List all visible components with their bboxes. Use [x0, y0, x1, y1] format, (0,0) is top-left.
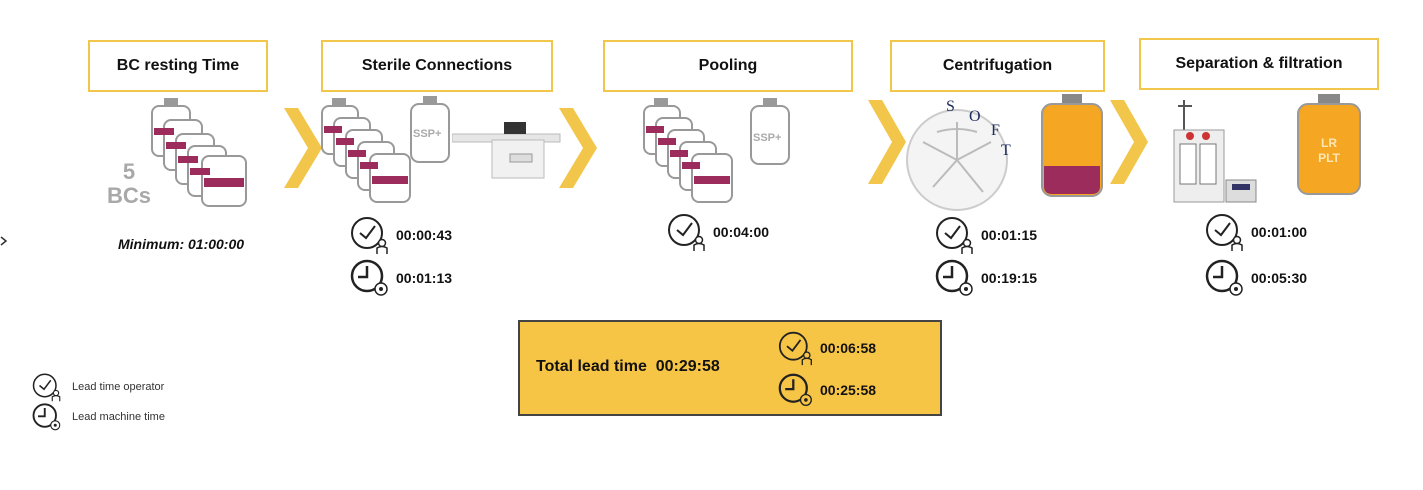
total-value: 00:29:58: [655, 358, 720, 375]
operator-time-value: 00:00:43: [396, 227, 453, 243]
chevron-arrow-3: [868, 100, 906, 184]
machine-clock-icon: [935, 259, 973, 296]
soft-letter: O: [969, 108, 981, 125]
step-label: BC resting Time: [116, 57, 240, 74]
machine-clock-icon: [32, 403, 61, 431]
total-machine-timer: 00:25:58: [778, 372, 876, 408]
bc-count-unit: BCs: [107, 183, 152, 208]
soft-letter: F: [991, 122, 1000, 139]
operator-clock-icon: [32, 373, 61, 402]
machine-clock-icon: [350, 259, 388, 296]
legend-operator: Lead time operator: [32, 372, 164, 402]
step-bc-resting: BC resting Time: [88, 40, 268, 92]
ssp-bag-label: SSP+: [413, 128, 442, 140]
ssp-bag-icon: [410, 96, 450, 163]
machine-clock-icon: [1205, 259, 1243, 296]
operator-time-value: 00:01:00: [1251, 224, 1308, 240]
plt-label: PLT: [1318, 151, 1340, 165]
legend-operator-label: Lead time operator: [72, 381, 165, 393]
total-lead-time-label: Total lead time 00:29:58: [536, 358, 720, 376]
total-lead-time-box: Total lead time 00:29:58 00:06:58 00:25:…: [518, 320, 942, 416]
minimum-time: Minimum: 01:00:00: [118, 236, 245, 252]
lr-label: LR: [1321, 136, 1337, 150]
separation-device-icon: [1173, 100, 1257, 203]
step-label: Sterile Connections: [361, 57, 513, 74]
bc-count: 5 BCs: [107, 160, 151, 208]
soft-label: S O F T: [944, 92, 1024, 159]
pooling-ssp-bag-label: SSP+: [753, 132, 782, 144]
operator-clock-icon: [668, 214, 705, 251]
step-centrifugation: Centrifugation: [890, 40, 1105, 92]
machine-time-value: 00:19:15: [981, 270, 1038, 286]
operator-time-value: 00:06:58: [820, 340, 877, 356]
centrifugation-machine-timer: 00:19:15: [935, 258, 1037, 298]
machine-time-value: 00:01:13: [396, 270, 453, 286]
centrifuge-rotor-icon: [906, 109, 1008, 211]
machine-clock-icon: [778, 373, 812, 406]
step-pooling: Pooling: [603, 40, 853, 92]
pooling-ssp-bag-icon: [750, 98, 790, 165]
sterile-bags-stack-icon: [321, 98, 411, 203]
separation-operator-timer: 00:01:00: [1205, 212, 1307, 252]
sterile-machine-timer: 00:01:13: [350, 258, 452, 298]
centrifugation-operator-timer: 00:01:15: [935, 215, 1037, 255]
edge-mark-icon: [0, 236, 8, 246]
operator-clock-icon: [778, 331, 812, 366]
machine-time-value: 00:05:30: [1251, 270, 1308, 286]
step-label: Separation & filtration: [1175, 55, 1343, 72]
bc-count-number: 5: [122, 159, 136, 184]
step-label: Pooling: [698, 57, 758, 74]
sterile-operator-timer: 00:00:43: [350, 215, 452, 255]
chevron-arrow-2: [559, 108, 597, 188]
lr-plt-bag-label: LR PLT: [1294, 136, 1364, 166]
pooling-operator-timer: 00:04:00: [667, 212, 769, 252]
legend-machine: Lead machine time: [32, 402, 165, 432]
step-sterile-connections: Sterile Connections: [321, 40, 553, 92]
pooling-bags-stack-icon: [643, 98, 733, 203]
operator-clock-icon: [351, 217, 388, 254]
chevron-arrow-4: [1110, 100, 1148, 184]
soft-letter: T: [1001, 142, 1011, 159]
operator-clock-icon: [1206, 214, 1243, 251]
lr-plt-bag-icon: [1297, 94, 1361, 195]
legend-machine-label: Lead machine time: [72, 411, 165, 423]
centrifuged-bag-icon: [1041, 94, 1103, 197]
separation-machine-timer: 00:05:30: [1205, 258, 1307, 298]
operator-time-value: 00:01:15: [981, 227, 1038, 243]
operator-time-value: 00:04:00: [713, 224, 770, 240]
total-operator-timer: 00:06:58: [778, 330, 876, 366]
soft-letter: S: [946, 98, 955, 115]
step-label: Centrifugation: [942, 57, 1053, 74]
machine-time-value: 00:25:58: [820, 382, 877, 398]
sterile-connection-machine-icon: [452, 122, 561, 179]
bc-bags-stack-icon: [151, 98, 247, 207]
operator-clock-icon: [936, 217, 973, 254]
total-label-text: Total lead time: [536, 358, 647, 375]
chevron-arrow-1: [284, 108, 322, 188]
step-separation: Separation & filtration: [1139, 38, 1379, 90]
